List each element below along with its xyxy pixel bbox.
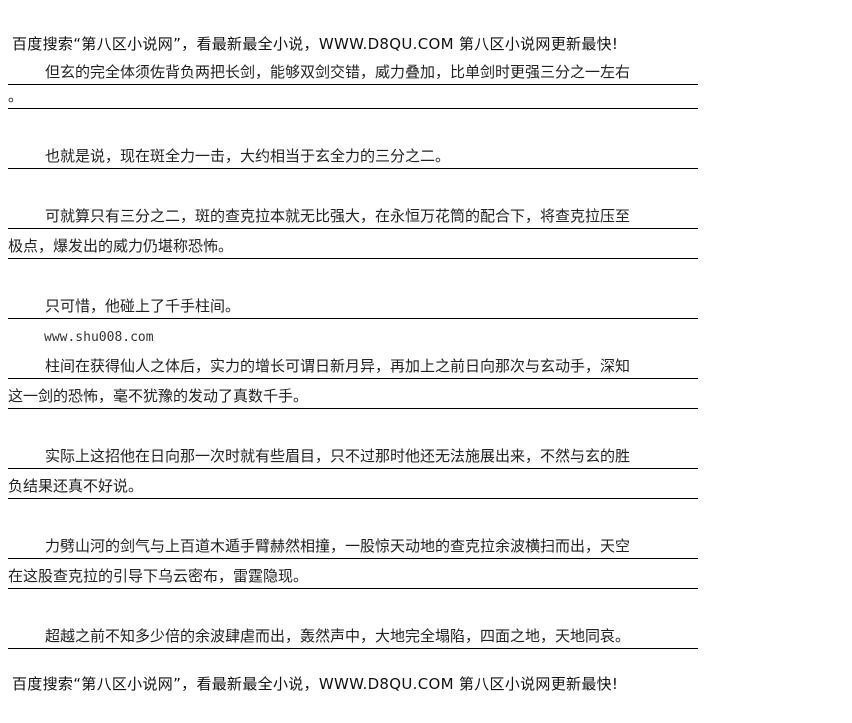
text-line: 负结果还真不好说。	[8, 476, 698, 499]
text-line: 超越之前不知多少倍的余波肆虐而出，轰然声中，大地完全塌陷，四面之地，天地同哀。	[8, 626, 698, 649]
text-line: 极点，爆发出的威力仍堪称恐怖。	[8, 236, 698, 259]
text-line: 在这股查克拉的引导下乌云密布，雷霆隐现。	[8, 566, 698, 589]
text-line: 但玄的完全体须佐背负两把长剑，能够双剑交错，威力叠加，比单剑时更强三分之一左右	[8, 62, 698, 85]
text-line: 。	[8, 86, 698, 109]
header-banner: 百度搜索“第八区小说网”，看最新最全小说，WWW.D8QU.COM 第八区小说网…	[12, 35, 619, 53]
text-line: 实际上这招他在日向那一次时就有些眉目，只不过那时他还无法施展出来，不然与玄的胜	[8, 446, 698, 469]
footer-banner: 百度搜索“第八区小说网”，看最新最全小说，WWW.D8QU.COM 第八区小说网…	[12, 675, 619, 693]
text-line: 可就算只有三分之二，斑的查克拉本就无比强大，在永恒万花筒的配合下，将查克拉压至	[8, 206, 698, 229]
site-url: www.shu008.com	[44, 330, 154, 345]
text-line: 柱间在获得仙人之体后，实力的增长可谓日新月异，再加上之前日向那次与玄动手，深知	[8, 356, 698, 379]
text-line: 只可惜，他碰上了千手柱间。	[8, 296, 698, 319]
text-line: 也就是说，现在斑全力一击，大约相当于玄全力的三分之二。	[8, 146, 698, 169]
text-line: 力劈山河的剑气与上百道木遁手臂赫然相撞，一股惊天动地的查克拉余波横扫而出，天空	[8, 536, 698, 559]
text-line: 这一剑的恐怖，毫不犹豫的发动了真数千手。	[8, 386, 698, 409]
